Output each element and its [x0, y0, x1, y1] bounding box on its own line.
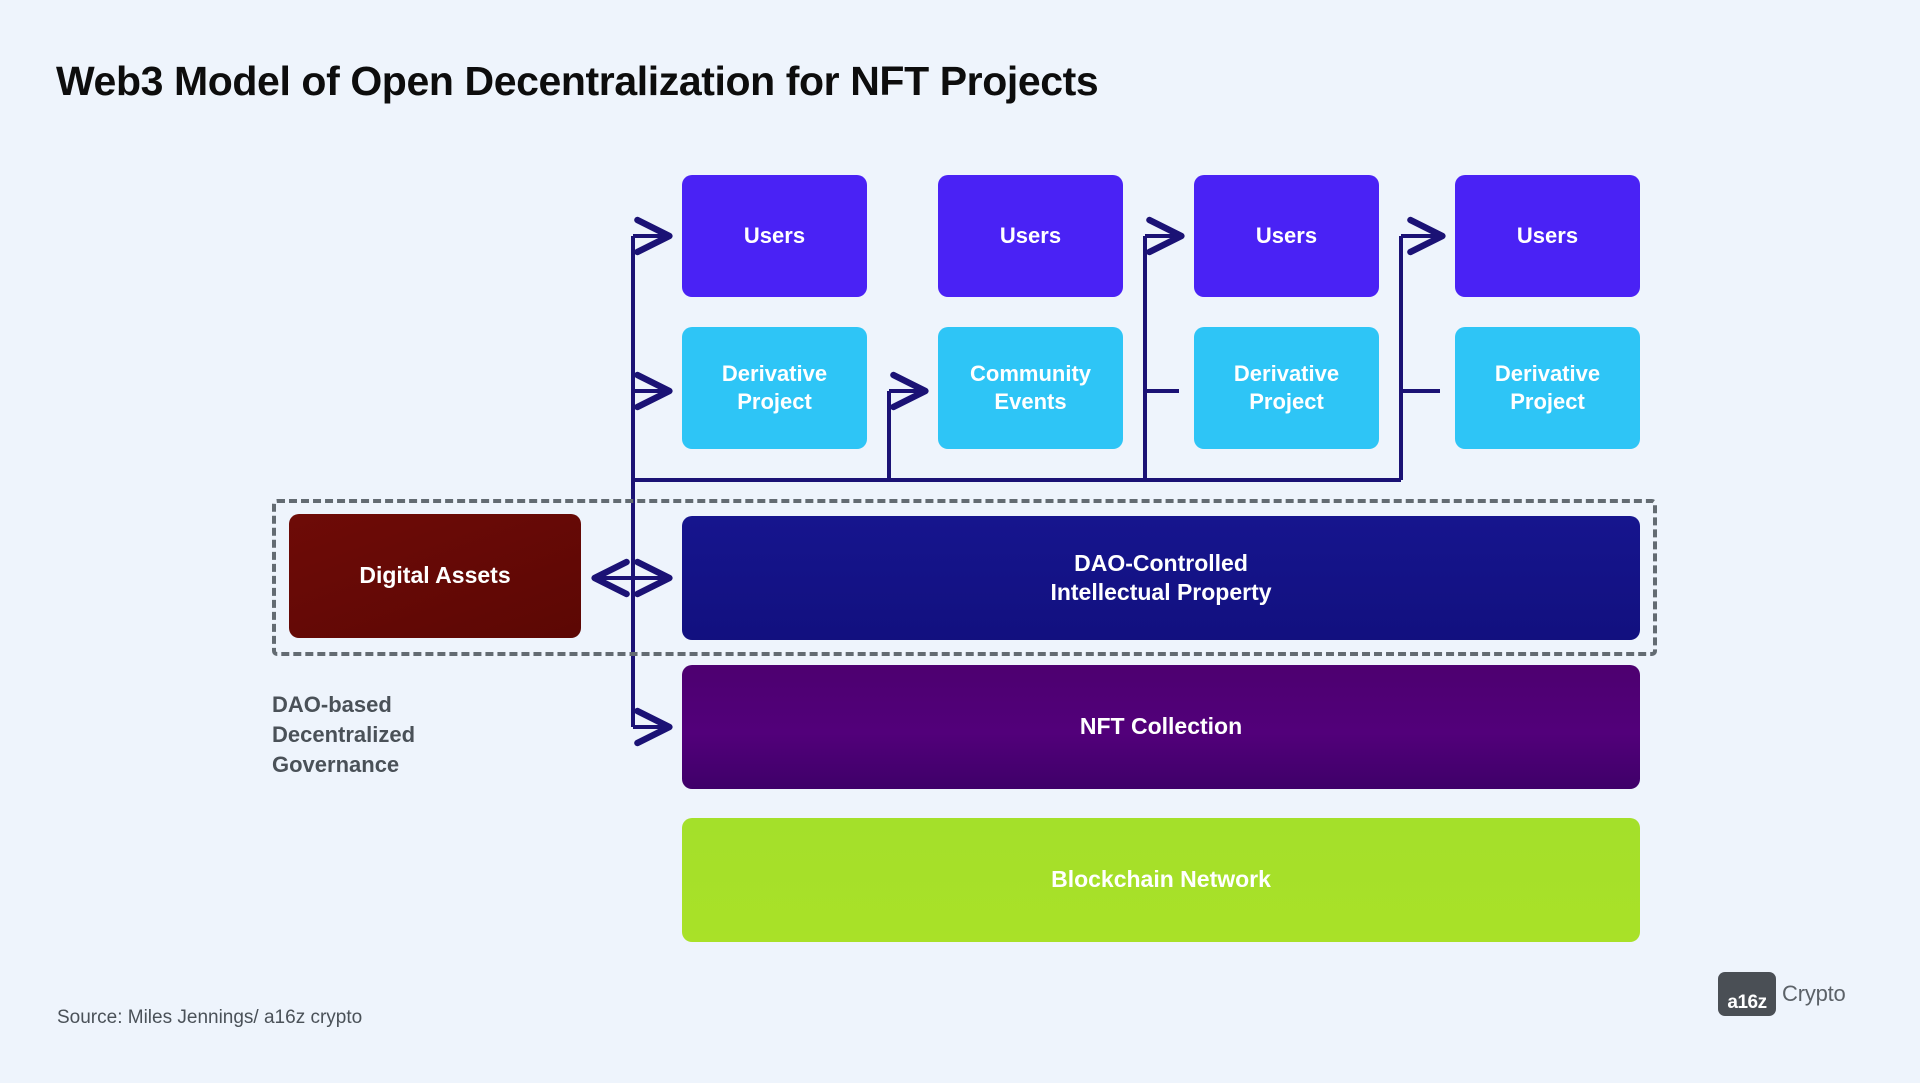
node-label: Digital Assets [359, 562, 511, 589]
node-users-2[interactable]: Users [938, 175, 1123, 297]
node-label: Users [1255, 222, 1318, 248]
node-label: Users [999, 222, 1062, 248]
node-blockchain-network[interactable]: Blockchain Network [682, 818, 1640, 942]
a16z-crypto-logo: a16z Crypto [1718, 972, 1846, 1016]
node-label: NFT Collection [1079, 713, 1243, 740]
brand-word: Crypto [1782, 981, 1846, 1006]
source-note: Source: Miles Jennings/ a16z crypto [57, 1007, 363, 1028]
governance-group-border [272, 499, 1657, 656]
node-digital-assets[interactable]: Digital Assets [289, 514, 581, 638]
node-label: Users [743, 222, 806, 248]
node-label: Blockchain Network [1051, 866, 1271, 893]
node-users-4[interactable]: Users [1455, 175, 1640, 297]
node-label: Users [1516, 222, 1579, 248]
node-users-1[interactable]: Users [682, 175, 867, 297]
node-nft-collection[interactable]: NFT Collection [682, 665, 1640, 789]
a16z-mark-icon: a16z [1718, 972, 1776, 1016]
brand-mark-text: a16z [1727, 992, 1767, 1013]
node-users-3[interactable]: Users [1194, 175, 1379, 297]
page-title: Web3 Model of Open Decentralization for … [56, 58, 1099, 104]
